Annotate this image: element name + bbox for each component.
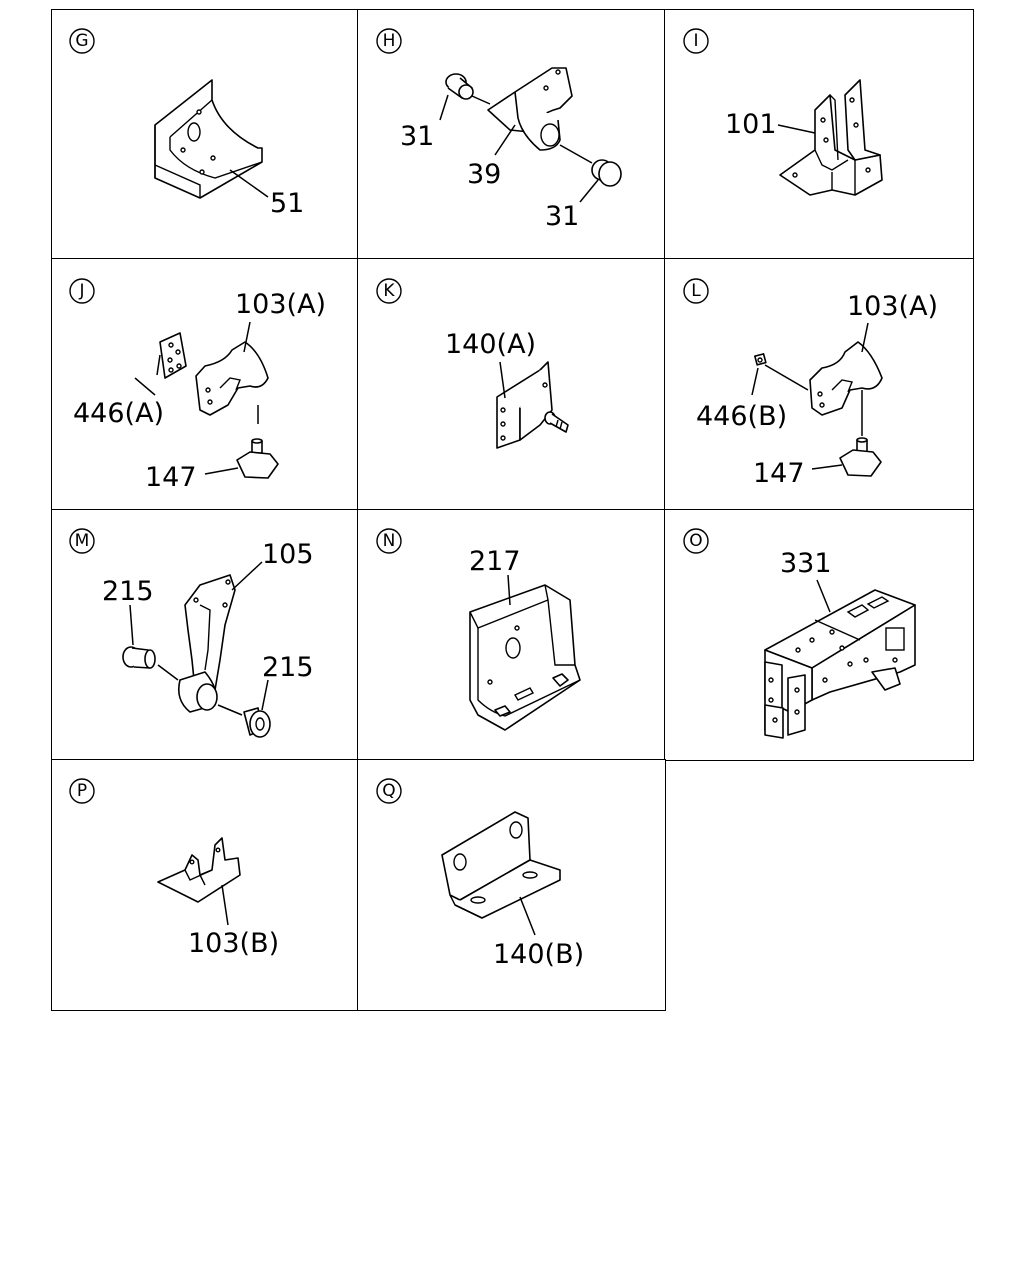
part-31-bushing-bottom [591,159,622,187]
callout-215-right: 215 [262,652,314,683]
panel-letter-circle [69,778,95,804]
panel-letter: L [691,281,701,301]
part-147-mount [236,438,279,479]
part-103b-bracket [157,837,241,903]
part-147-mount-l [839,437,882,477]
callout-331: 331 [780,548,832,579]
panel-letter-circle [376,28,402,54]
callout-147: 147 [145,462,197,493]
callout-446a: 446(A) [73,398,164,429]
callout-217: 217 [469,546,521,577]
panel-letter-circle [683,28,709,54]
panel-h-contents: H 31 39 31 [376,28,622,232]
part-331-crossmember [764,589,916,739]
panel-p-contents: P 103(B) [69,778,279,959]
callout-446b: 446(B) [696,401,787,432]
panel-letter-circle [683,278,709,304]
panel-letter: G [75,31,88,51]
part-140a-bracket [496,361,569,449]
part-31-bushing-top [445,73,474,100]
part-103a-bracket-l [809,341,883,416]
callout-140b: 140(B) [493,939,584,970]
callout-105: 105 [262,539,314,570]
panel-letter-circle [69,528,95,554]
part-446a-plate [159,332,187,379]
panel-h [357,9,666,260]
panel-letter-circle [376,278,402,304]
panel-letter-circle [69,278,95,304]
panel-letter-circle [683,528,709,554]
panel-letter: M [75,531,90,551]
panel-q-contents: Q 140(B) [376,778,584,970]
panel-j-contents: J 103(A) 446(A) 147 [69,278,326,493]
part-215-bushing-left [122,646,156,669]
part-140b-angle-bracket [441,811,561,919]
panel-g-contents: G 51 [69,28,304,219]
panel-letter: P [77,781,87,801]
callout-31-top: 31 [400,121,434,152]
panel-letter-circle [376,778,402,804]
callout-215-left: 215 [102,576,154,607]
part-39-bracket [487,67,573,151]
callout-101: 101 [725,109,777,140]
panel-letter: Q [382,781,395,801]
part-217-bracket [469,584,581,731]
panel-l-contents: L 103(A) 446(B) 147 [683,278,938,489]
part-446b-washer [754,353,767,366]
panel-letter-circle [376,528,402,554]
panel-letter: N [383,531,396,551]
callout-103a-l: 103(A) [847,291,938,322]
panel-letter: O [689,531,702,551]
callout-147-l: 147 [753,458,805,489]
part-105-hanger [177,574,236,713]
callout-51: 51 [270,188,304,219]
part-51-bracket [154,79,263,199]
part-101-bracket [779,79,883,196]
panel-letter-circle [69,28,95,54]
callout-39: 39 [467,159,501,190]
callout-31-bottom: 31 [545,201,579,232]
panel-letter: J [78,281,84,301]
panel-k-contents: K 140(A) [376,278,569,449]
callout-103a: 103(A) [235,289,326,320]
panel-letter: H [383,31,396,51]
panel-letter: I [693,31,698,51]
panel-letter: K [383,281,395,301]
callout-103b: 103(B) [188,928,279,959]
panel-n-contents: N 217 [376,528,581,731]
panel-k [357,258,666,511]
part-103a-bracket [195,341,269,416]
panel-m-contents: M 105 215 215 [69,528,314,738]
panel-i-contents: I 101 [683,28,883,196]
panel-o-contents: O 331 [683,528,916,739]
callout-140a: 140(A) [445,329,536,360]
part-215-bushing-right [243,707,271,738]
